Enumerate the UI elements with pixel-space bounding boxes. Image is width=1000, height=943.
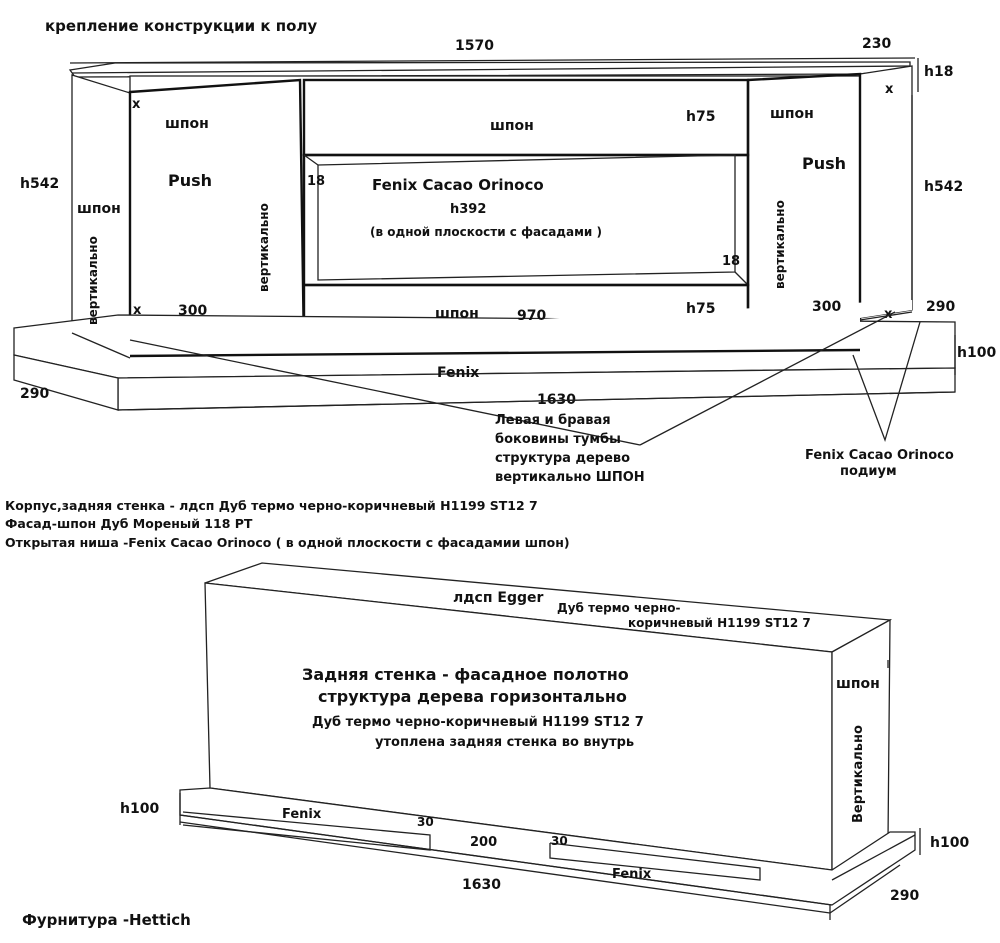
label-vert-left-door: вертикально	[257, 203, 271, 292]
plinth-recess-left	[182, 811, 431, 851]
dim-18-right: 18	[722, 254, 740, 269]
dim-h18: h18	[924, 64, 953, 80]
label-side-shpon: шпон	[836, 676, 880, 692]
label-shpon-left-side: шпон	[77, 201, 121, 217]
label-vert-right-door: вертикально	[773, 200, 787, 289]
callout-podium-1: Fenix Cacao Orinoco	[805, 448, 954, 463]
label-shpon-center-top: шпон	[490, 118, 534, 134]
label-push-left: Push	[168, 171, 212, 190]
top-title: крепление конструкции к полу	[45, 17, 317, 35]
plinth-recess-right	[549, 842, 761, 881]
label-push-right: Push	[802, 154, 846, 173]
niche-corner-br	[734, 271, 749, 286]
dim-1630-bottom: 1630	[462, 877, 501, 893]
x-mark-3: x	[885, 82, 894, 97]
dim-h542-left: h542	[20, 176, 59, 192]
dim-h100-left: h100	[120, 801, 159, 817]
back-view-drawing: лдсп Egger Дуб термо черно- коричневый H…	[120, 562, 969, 920]
plinth-top-right-edge	[831, 834, 916, 881]
x-mark-4: x	[884, 307, 893, 322]
dim-30-left: 30	[417, 815, 434, 829]
dim-30-right: 30	[551, 834, 568, 848]
label-side-vert: Вертикально	[851, 725, 866, 823]
material-line-1: Корпус,задняя стенка - лдсп Дуб термо че…	[5, 498, 538, 513]
left-base-edge	[71, 332, 131, 359]
label-back-material-1: Дуб термо черно-коричневый H1199 ST12 7	[312, 715, 644, 730]
dim-line-top	[69, 57, 916, 64]
dim-1570: 1570	[455, 38, 494, 54]
dim-h542-right: h542	[924, 179, 963, 195]
leader-left-side	[129, 339, 641, 446]
hardware-label: Фурнитура -Hettich	[22, 911, 191, 929]
label-top-material-2: коричневый H1199 ST12 7	[628, 616, 811, 630]
dim-300-left: 300	[178, 303, 207, 319]
callout-sides-1: Левая и бравая	[495, 413, 611, 428]
label-back-material-2: утоплена задняя стенка во внутрь	[375, 735, 634, 750]
dim-300-right: 300	[812, 299, 841, 315]
dim-h75-top: h75	[686, 109, 715, 125]
dim-1630-line	[117, 391, 956, 411]
label-shpon-center-bottom: шпон	[435, 306, 479, 322]
label-niche-h392: h392	[450, 202, 486, 217]
dim-290-left: 290	[20, 386, 49, 402]
dim-h100: h100	[957, 345, 996, 361]
callout-sides-2: боковины тумбы	[495, 432, 621, 447]
dim-1630-line-bottom	[179, 821, 831, 914]
dim-18-left: 18	[307, 174, 325, 189]
label-shpon-right: шпон	[770, 106, 814, 122]
label-fenix-left: Fenix	[282, 807, 322, 822]
dim-290-bottom: 290	[890, 888, 919, 904]
dim-h75-bottom: h75	[686, 301, 715, 317]
label-back-title-2: структура дерева горизонтально	[318, 687, 627, 706]
label-vert-left-side: вертикально	[86, 236, 100, 325]
dim-230: 230	[862, 36, 891, 52]
top-slab-edge	[71, 65, 911, 74]
leader-podium	[852, 321, 921, 443]
label-shpon-left: шпон	[165, 116, 209, 132]
dim-h100-right: h100	[930, 835, 969, 851]
dim-290-line	[829, 864, 901, 914]
niche-corner-tl	[303, 154, 319, 166]
plinth-bottom-edge	[179, 814, 833, 906]
cabinet-base-line	[129, 348, 861, 358]
label-niche-title: Fenix Cacao Orinoco	[372, 176, 544, 194]
right-side-panel	[859, 65, 913, 319]
callout-sides-3: структура дерево	[495, 451, 630, 466]
label-fenix-right: Fenix	[612, 867, 652, 882]
podium-mask	[72, 300, 912, 360]
dim-200: 200	[470, 835, 497, 850]
x-mark-2: x	[133, 303, 142, 318]
label-back-title-1: Задняя стенка - фасадное полотно	[302, 665, 629, 684]
label-niche-note: (в одной плоскости с фасадами )	[370, 225, 602, 239]
leader-right-side	[639, 311, 896, 446]
materials-list: Корпус,задняя стенка - лдсп Дуб термо че…	[5, 498, 570, 550]
material-line-3: Открытая ниша -Fenix Cacao Orinoco ( в о…	[5, 535, 570, 550]
x-mark-1: x	[132, 97, 141, 112]
label-ldsp-egger: лдсп Egger	[453, 590, 544, 606]
callout-podium-2: подиум	[840, 464, 897, 479]
dim-290-right: 290	[926, 299, 955, 315]
top-cabinet-drawing: крепление конструкции к полу 1570 230 h1…	[13, 17, 996, 485]
material-line-2: Фасад-шпон Дуб Мореный 118 PT	[5, 516, 253, 531]
label-top-material-1: Дуб термо черно-	[557, 601, 680, 615]
label-podium-fenix: Fenix	[437, 365, 479, 381]
dim-970: 970	[517, 308, 546, 324]
callout-sides-4: вертикально ШПОН	[495, 470, 645, 485]
